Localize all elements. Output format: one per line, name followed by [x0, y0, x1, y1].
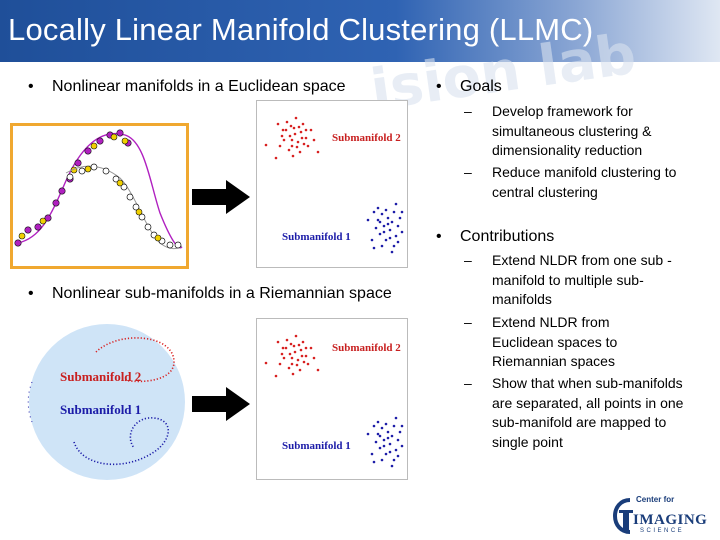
goal-item-text: Reduce manifold clustering to central cl… [492, 164, 677, 200]
bullet-riemannian-text: Nonlinear sub-manifolds in a Riemannian … [52, 285, 392, 302]
logo-science: SCIENCE [640, 528, 685, 534]
arrow-right-2 [192, 387, 250, 421]
title-bar [0, 0, 720, 62]
contribution-item-text: Extend NLDR from one sub -manifold to mu… [492, 252, 672, 307]
goals-label: Goals [460, 78, 502, 95]
contribution-item-text: Extend NLDR from Euclidean spaces to Rie… [492, 314, 618, 369]
logo-mark-icon [612, 498, 633, 534]
scatter-figure-1: Submanifold 2 Submanifold 1 [256, 100, 408, 268]
scatter-1-label-sub1: Submanifold 1 [282, 231, 351, 243]
goal-item-text: Develop framework for simultaneous clust… [492, 103, 652, 158]
center-for-imaging-science-logo: Center for IMAGING SCIENCE [612, 494, 716, 538]
logo-imaging: IMAGING [633, 512, 708, 528]
page-title: Locally Linear Manifold Clustering (LLMC… [8, 12, 594, 47]
bullet-euclidean-text: Nonlinear manifolds in a Euclidean space [52, 78, 346, 95]
euclidean-curves-figure [10, 123, 189, 269]
sphere-label-sub2: Submanifold 2 [60, 369, 141, 384]
scatter-2-label-sub2: Submanifold 2 [332, 342, 401, 354]
scatter-figure-2: Submanifold 2 Submanifold 1 [256, 318, 408, 480]
sphere-label-sub1: Submanifold 1 [60, 402, 141, 417]
logo-center-for: Center for [636, 495, 675, 504]
riemannian-sphere-figure: Submanifold 2 Submanifold 1 [27, 324, 185, 480]
scatter-1-label-sub2: Submanifold 2 [332, 132, 401, 144]
contribution-item-text: Show that when sub-manifolds are separat… [492, 375, 684, 450]
scatter-2-label-sub1: Submanifold 1 [282, 440, 351, 452]
arrow-right-1 [192, 180, 250, 214]
contributions-label: Contributions [460, 228, 555, 245]
